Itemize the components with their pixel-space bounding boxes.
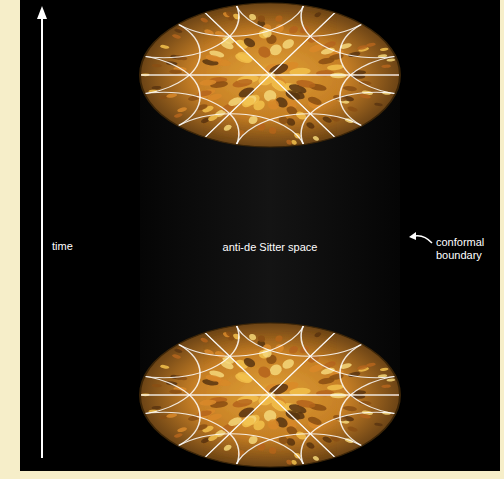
time-arrow	[41, 18, 43, 458]
axis-label: time	[52, 240, 73, 253]
boundary-pointer	[414, 236, 432, 243]
boundary-label: conformal boundary	[436, 236, 498, 262]
region-label: anti-de Sitter space	[223, 241, 318, 254]
time-arrowhead	[37, 6, 47, 19]
bottom-disk	[50, 273, 490, 479]
boundary-pointer-head	[409, 232, 416, 240]
top-disk	[50, 0, 490, 197]
black-panel	[20, 0, 500, 471]
